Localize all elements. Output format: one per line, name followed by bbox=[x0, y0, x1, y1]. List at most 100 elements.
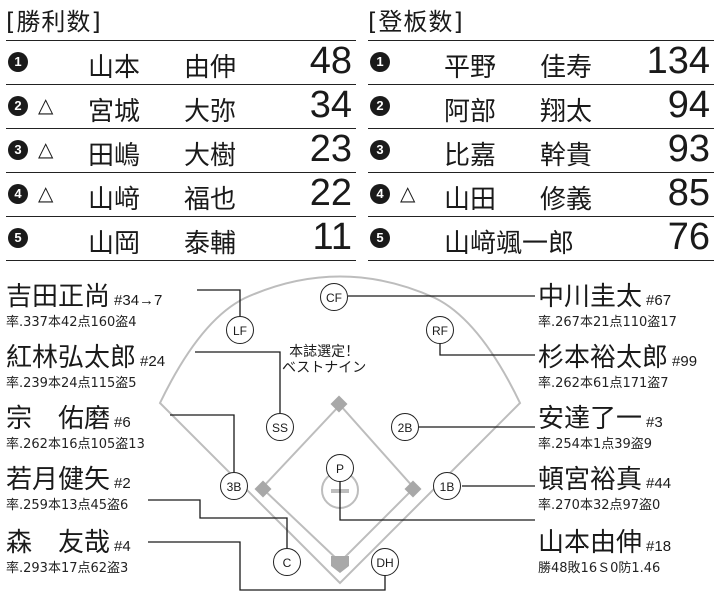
wins-row: 3 △ 田嶋 大樹 23 bbox=[6, 128, 356, 173]
player-surname: 山田 bbox=[444, 185, 497, 215]
1b-position-marker: 1B bbox=[433, 472, 461, 500]
rank-badge: 2 bbox=[370, 96, 390, 116]
cf-position-marker: CF bbox=[320, 283, 348, 311]
player-rf: 杉本裕太郎#99 率.262本61点171盗7 bbox=[538, 337, 697, 391]
rank-badge: 5 bbox=[370, 228, 390, 248]
3b-connector bbox=[170, 414, 235, 472]
selection-note: 本誌選定！ ベストナイン bbox=[282, 344, 366, 376]
uniform-number: #24 bbox=[140, 353, 166, 370]
c-position-marker: C bbox=[273, 548, 301, 576]
wins-value: 11 bbox=[312, 216, 352, 258]
player-stats: 率.270本32点97盗0 bbox=[538, 498, 661, 513]
wins-value: 23 bbox=[309, 128, 352, 170]
player-given-name: 大弥 bbox=[184, 97, 237, 127]
wins-row: 2 △ 宮城 大弥 34 bbox=[6, 84, 356, 129]
uniform-number: #67 bbox=[646, 292, 672, 309]
uniform-number: #34→7 bbox=[114, 292, 163, 309]
appearances-value: 94 bbox=[667, 84, 710, 126]
player-stats: 率.267本21点110盗17 bbox=[538, 315, 677, 330]
appearances-value: 85 bbox=[667, 172, 710, 214]
player-name: 若月健矢 bbox=[6, 465, 111, 495]
player-surname: 宮城 bbox=[88, 97, 141, 127]
rookie-mark: △ bbox=[400, 181, 416, 205]
player-name: 安達了一 bbox=[538, 404, 643, 434]
rank-badge: 3 bbox=[370, 140, 390, 160]
rank-badge: 1 bbox=[8, 52, 28, 72]
uniform-number: #2 bbox=[114, 475, 131, 492]
appearances-row: 4 △ 山田 修義 85 bbox=[368, 172, 714, 217]
selection-note-line2: ベストナイン bbox=[282, 360, 367, 376]
wins-row: 5 山岡 泰輔 11 bbox=[6, 216, 356, 261]
player-stats: 率.259本13点45盗6 bbox=[6, 498, 129, 513]
lf-position-marker: LF bbox=[226, 316, 254, 344]
player-given-name: 由伸 bbox=[184, 53, 237, 83]
player-c: 若月健矢#2 率.259本13点45盗6 bbox=[6, 459, 131, 513]
uniform-number: #44 bbox=[646, 475, 672, 492]
player-surname: 山本 bbox=[88, 53, 141, 83]
player-given-name: 幹貴 bbox=[540, 141, 593, 171]
player-surname: 阿部 bbox=[444, 97, 497, 127]
player-name: 山本由伸 bbox=[538, 528, 643, 558]
player-dh: 森 友哉#4 率.293本17点62盗3 bbox=[6, 522, 131, 576]
appearances-table: 1 平野 佳寿 134 2 阿部 翔太 94 3 比嘉 幹貴 93 4 △ 山田… bbox=[368, 40, 714, 261]
wins-value: 48 bbox=[309, 40, 352, 82]
third-base bbox=[254, 480, 272, 498]
player-stats: 率.293本17点62盗3 bbox=[6, 561, 129, 576]
appearances-value: 76 bbox=[667, 216, 710, 258]
wins-row: 1 山本 由伸 48 bbox=[6, 40, 356, 85]
wins-title: [勝利数] bbox=[6, 8, 102, 36]
wins-table: 1 山本 由伸 48 2 △ 宮城 大弥 34 3 △ 田嶋 大樹 23 4 △… bbox=[6, 40, 356, 261]
rank-badge: 2 bbox=[8, 96, 28, 116]
player-1b: 頓宮裕真#44 率.270本32点97盗0 bbox=[538, 459, 671, 513]
rookie-mark: △ bbox=[38, 181, 54, 205]
rank-badge: 4 bbox=[370, 184, 390, 204]
player-given-name: 福也 bbox=[184, 185, 237, 215]
rank-badge: 1 bbox=[370, 52, 390, 72]
first-base bbox=[404, 480, 422, 498]
rookie-mark: △ bbox=[38, 93, 54, 117]
player-name: 宗 佑磨 bbox=[6, 404, 111, 434]
appearances-value: 93 bbox=[667, 128, 710, 170]
player-3b: 宗 佑磨#6 率.262本16点105盗13 bbox=[6, 398, 145, 452]
player-lf: 吉田正尚#34→7 率.337本42点160盗4 bbox=[6, 276, 162, 330]
uniform-number: #18 bbox=[646, 538, 672, 555]
home-plate bbox=[331, 556, 349, 573]
uniform-number: #99 bbox=[672, 353, 698, 370]
selection-note-line1: 本誌選定！ bbox=[289, 344, 360, 360]
player-surname: 山﨑 bbox=[88, 185, 141, 215]
ss-connector bbox=[195, 351, 281, 413]
p-connector bbox=[339, 480, 535, 521]
player-name: 紅林弘太郎 bbox=[6, 343, 137, 373]
player-stats: 勝48敗16Ｓ0防1.46 bbox=[538, 561, 661, 576]
player-stats: 率.262本16点105盗13 bbox=[6, 437, 145, 452]
player-p: 山本由伸#18 勝48敗16Ｓ0防1.46 bbox=[538, 522, 671, 576]
wins-value: 34 bbox=[309, 84, 352, 126]
appearances-row: 2 阿部 翔太 94 bbox=[368, 84, 714, 129]
appearances-row: 5 山﨑颯一郎 76 bbox=[368, 216, 714, 261]
player-stats: 率.262本61点171盗7 bbox=[538, 376, 669, 391]
player-cf: 中川圭太#67 率.267本21点110盗17 bbox=[538, 276, 677, 330]
rookie-mark: △ bbox=[38, 137, 54, 161]
c-connector bbox=[148, 499, 288, 548]
wins-row: 4 △ 山﨑 福也 22 bbox=[6, 172, 356, 217]
rank-badge: 5 bbox=[8, 228, 28, 248]
rank-badge: 4 bbox=[8, 184, 28, 204]
rf-connector bbox=[439, 342, 535, 356]
player-name: 中川圭太 bbox=[538, 282, 643, 312]
player-given-name: 大樹 bbox=[184, 141, 237, 171]
rank-badge: 3 bbox=[8, 140, 28, 160]
uniform-number: #6 bbox=[114, 414, 131, 431]
uniform-number: #4 bbox=[114, 538, 131, 555]
player-surname: 田嶋 bbox=[88, 141, 141, 171]
2b-position-marker: 2B bbox=[391, 413, 419, 441]
player-given-name: 翔太 bbox=[540, 97, 593, 127]
connector-lines bbox=[148, 289, 535, 591]
uniform-number: #3 bbox=[646, 414, 663, 431]
p-position-marker: P bbox=[326, 454, 354, 482]
rf-position-marker: RF bbox=[426, 316, 454, 344]
ss-position-marker: SS bbox=[266, 413, 294, 441]
appearances-title: [登板数] bbox=[368, 8, 464, 36]
appearances-row: 3 比嘉 幹貴 93 bbox=[368, 128, 714, 173]
3b-position-marker: 3B bbox=[220, 472, 248, 500]
